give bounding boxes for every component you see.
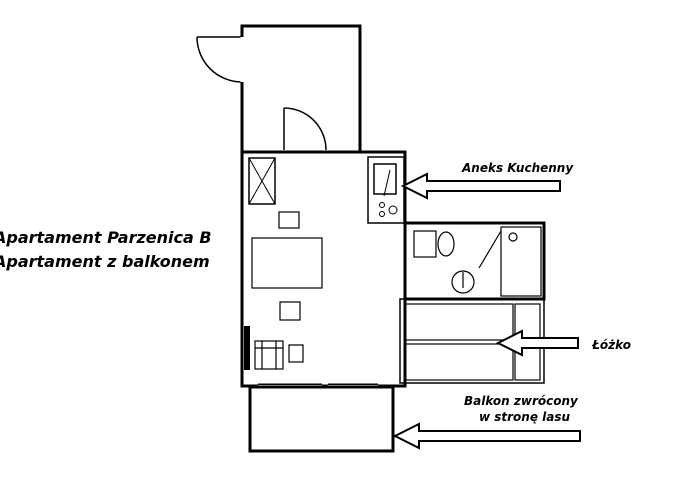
tv-wall-icon [244,326,250,370]
table [251,237,323,289]
balcony [248,385,395,453]
bed-arrow [495,329,579,357]
balcony-arrow [392,422,581,450]
kitchenette-icon [367,156,405,224]
entrance-corridor [240,24,362,154]
wardrobe-icon [248,157,276,205]
label-balcony-line-1: Balkon zwrócony [464,394,578,408]
title-line-2: Apartament z balkonem [0,252,210,271]
toilet-icon [413,230,455,258]
main-room [240,150,407,388]
side-table [288,344,304,363]
armchair-icon [254,340,284,370]
entrance-door [196,36,243,83]
bathroom [403,221,546,301]
shower-icon [478,226,542,297]
label-kitchen: Aneks Kuchenny [462,161,574,175]
inner-door [283,107,327,151]
label-bed: Łóżko [592,338,631,352]
stool-bottom [279,301,301,321]
title-line-1: Apartament Parzenica B [0,228,212,247]
label-balcony-line-2: w stronę lasu [479,410,571,424]
dining-set [251,211,323,321]
stool-top [278,211,300,229]
sink-icon [451,270,475,294]
kitchen-arrow [400,172,561,200]
